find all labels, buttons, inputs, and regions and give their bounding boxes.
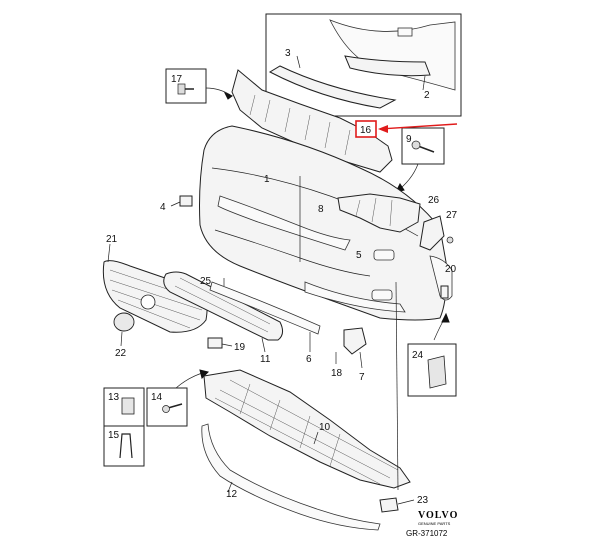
screw-27-icon bbox=[446, 236, 454, 244]
callout-4: 4 bbox=[160, 202, 166, 213]
grille-trim-6 bbox=[209, 281, 321, 335]
callout-14: 14 bbox=[151, 392, 163, 403]
clip-15-icon bbox=[119, 433, 133, 459]
callout-3: 3 bbox=[285, 48, 291, 59]
callout-20: 20 bbox=[445, 264, 457, 275]
clip-13-icon bbox=[121, 397, 135, 415]
clip-20 bbox=[440, 285, 449, 299]
side-bracket-8 bbox=[337, 193, 421, 233]
bumper-cover bbox=[199, 125, 447, 321]
fog-light-lower bbox=[371, 289, 393, 301]
emblem-22 bbox=[113, 312, 135, 332]
callout-1: 1 bbox=[264, 174, 270, 185]
callout-11: 11 bbox=[260, 354, 271, 365]
clip-23 bbox=[379, 497, 399, 513]
callout-5: 5 bbox=[356, 250, 362, 261]
bracket-24-icon bbox=[427, 355, 447, 389]
callout-18: 18 bbox=[331, 368, 343, 379]
inset-fog-light bbox=[397, 27, 413, 37]
clip-26 bbox=[419, 215, 445, 251]
box-17 bbox=[165, 68, 207, 104]
callout-22: 22 bbox=[115, 348, 127, 359]
skid-plate-10 bbox=[203, 369, 411, 489]
callout-6: 6 bbox=[306, 354, 312, 365]
upper-grille-opening bbox=[217, 195, 351, 251]
callout-15: 15 bbox=[108, 430, 120, 441]
inset-trim-piece bbox=[268, 65, 397, 109]
callout-21: 21 bbox=[106, 234, 118, 245]
brand-name: VOLVO bbox=[418, 510, 458, 521]
callout-23: 23 bbox=[417, 495, 429, 506]
bolt-icon bbox=[177, 83, 186, 95]
upper-reinforcement-bracket bbox=[231, 69, 393, 173]
callout-17: 17 bbox=[171, 74, 183, 85]
lower-grille-11 bbox=[163, 271, 284, 341]
figure-reference: GR-371072 bbox=[406, 529, 448, 538]
callout-2: 2 bbox=[424, 90, 430, 101]
highlight-arrow bbox=[379, 123, 458, 130]
callout-13: 13 bbox=[108, 392, 120, 403]
arrow-icon bbox=[223, 92, 233, 100]
callout-8: 8 bbox=[318, 204, 324, 215]
callout-27: 27 bbox=[446, 210, 458, 221]
callout-24: 24 bbox=[412, 350, 424, 361]
volvo-emblem-icon bbox=[140, 294, 156, 310]
callout-25: 25 bbox=[200, 276, 212, 287]
callout-26: 26 bbox=[428, 195, 440, 206]
highlight-arrowhead bbox=[378, 125, 388, 133]
lower-lip bbox=[304, 281, 406, 313]
box-15 bbox=[103, 425, 145, 467]
brand-subtitle: GENUINE PARTS bbox=[418, 521, 451, 526]
grille-21 bbox=[102, 260, 208, 333]
clip-19 bbox=[207, 337, 223, 349]
callout-19: 19 bbox=[234, 342, 246, 353]
highlight-box-16 bbox=[355, 120, 377, 138]
clip-4 bbox=[179, 195, 193, 207]
screw-icon bbox=[411, 140, 421, 150]
callout-9: 9 bbox=[406, 134, 412, 145]
box-9 bbox=[401, 127, 445, 165]
callout-10: 10 bbox=[319, 422, 331, 433]
screw-14-icon bbox=[162, 405, 170, 413]
callout-7: 7 bbox=[359, 372, 365, 383]
callout-12: 12 bbox=[226, 489, 238, 500]
inset-lower-spoiler bbox=[344, 55, 431, 77]
bracket-7 bbox=[343, 327, 367, 355]
fog-light-right bbox=[373, 249, 395, 261]
spoiler-12 bbox=[201, 423, 381, 531]
callout-16: 16 bbox=[360, 125, 372, 136]
